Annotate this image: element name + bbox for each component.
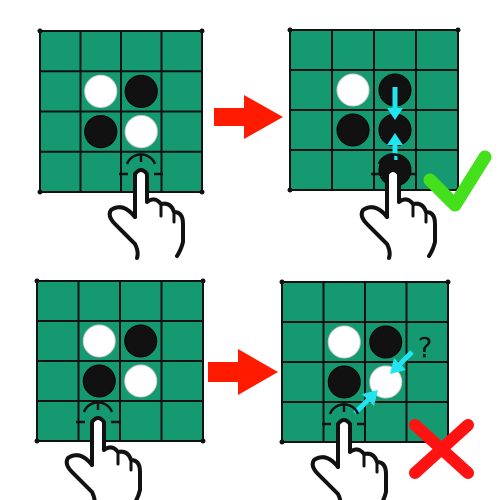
board-top-before: [37, 28, 205, 195]
corner-dot: [199, 28, 205, 34]
corner-dot: [279, 279, 285, 285]
white-stone: [84, 74, 118, 108]
tap-hand-icon: [359, 153, 437, 260]
corner-dot: [37, 28, 43, 34]
tap-hand-icon: [64, 401, 142, 500]
hand-thumb: [64, 453, 97, 500]
black-stone: [124, 324, 158, 358]
hand-thumb: [310, 455, 343, 500]
flip-hint-arrows-top: [387, 87, 403, 160]
corner-dot: [287, 27, 293, 33]
corner-dot: [279, 439, 285, 445]
tap-hand-icon: [310, 403, 388, 500]
board-bottom-before: [34, 278, 206, 444]
hand-thumb: [359, 205, 392, 260]
right-arrow-icon: [214, 95, 283, 139]
board-top-after: [287, 27, 461, 193]
white-stone: [336, 73, 370, 107]
right-arrow-icon: [208, 349, 278, 395]
black-stone: [336, 113, 370, 147]
black-stone: [84, 115, 118, 149]
black-stone: [369, 325, 403, 359]
hand-thumb: [107, 205, 140, 260]
corner-dot: [200, 278, 206, 284]
hand-outline: [336, 418, 388, 500]
hand-outline: [90, 416, 142, 500]
tap-hand-icon: [107, 153, 185, 260]
corner-dot: [200, 438, 206, 444]
corner-dot: [445, 279, 451, 285]
corner-dot: [34, 438, 40, 444]
corner-dot: [199, 189, 205, 195]
white-stone: [124, 115, 158, 149]
board-bottom-after: [279, 279, 451, 445]
white-stone: [369, 365, 403, 399]
white-stone: [82, 324, 116, 358]
black-stone: [82, 364, 116, 398]
cross-icon: [409, 419, 474, 479]
corner-dot: [455, 27, 461, 33]
black-stone: [327, 365, 361, 399]
question-mark-label: ?: [418, 331, 433, 364]
white-stone: [124, 364, 158, 398]
checkmark-icon: [423, 150, 492, 212]
hand-outline: [385, 168, 437, 258]
hand-outline: [133, 168, 185, 258]
corner-dot: [34, 278, 40, 284]
corner-dot: [287, 187, 293, 193]
corner-dot: [37, 189, 43, 195]
white-stone: [327, 325, 361, 359]
black-stone: [124, 74, 158, 108]
